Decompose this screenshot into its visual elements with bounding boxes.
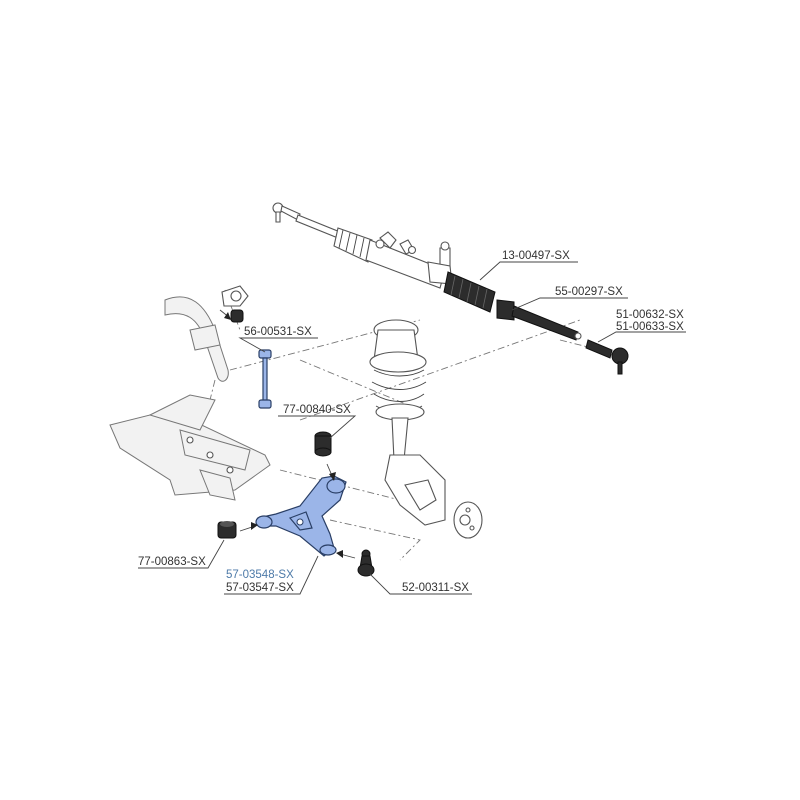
label-77-00840-sx: 77-00840-SX <box>283 404 351 416</box>
callout-rear-bushing: 77-00840-SX <box>278 404 357 439</box>
callout-control-arm: 57-03548-SX 57-03547-SX <box>224 555 319 595</box>
label-51-00633-sx: 51-00633-SX <box>616 321 684 333</box>
callout-stabilizer-link: 56-00531-SX <box>238 326 318 353</box>
callout-front-bushing: 77-00863-SX <box>138 539 225 569</box>
steering-knuckle <box>384 454 446 526</box>
steering-rack[interactable] <box>272 202 496 313</box>
assembly-arrows <box>219 309 356 559</box>
label-57-03547-sx: 57-03547-SX <box>226 582 294 594</box>
strut-assembly <box>369 319 427 461</box>
tie-rod-end[interactable] <box>585 339 629 375</box>
stabilizer-link[interactable] <box>258 349 272 409</box>
callout-steering-rack: 13-00497-SX <box>479 250 578 281</box>
lower-control-arm[interactable] <box>255 475 347 557</box>
callout-tie-rod-end: 51-00632-SX 51-00633-SX <box>597 309 686 343</box>
wheel-hub <box>453 501 483 539</box>
inner-tie-rod[interactable] <box>496 299 582 341</box>
rear-bushing[interactable] <box>314 431 332 457</box>
ball-joint[interactable] <box>357 549 375 577</box>
subframe <box>109 394 271 501</box>
label-57-03548-sx: 57-03548-SX <box>226 569 294 581</box>
stabilizer-bracket <box>221 285 249 307</box>
label-56-00531-sx: 56-00531-SX <box>244 326 312 338</box>
label-77-00863-sx: 77-00863-SX <box>138 556 206 568</box>
stabilizer-bushing[interactable] <box>230 309 244 323</box>
callout-ball-joint: 52-00311-SX <box>369 573 472 595</box>
label-55-00297-sx: 55-00297-SX <box>555 286 623 298</box>
stabilizer-bar <box>164 296 229 382</box>
front-bushing[interactable] <box>217 521 237 539</box>
label-52-00311-sx: 52-00311-SX <box>402 582 469 594</box>
label-51-00632-sx: 51-00632-SX <box>616 309 684 321</box>
label-13-00497-sx: 13-00497-SX <box>502 250 570 262</box>
callout-inner-tie-rod: 55-00297-SX <box>511 286 628 311</box>
